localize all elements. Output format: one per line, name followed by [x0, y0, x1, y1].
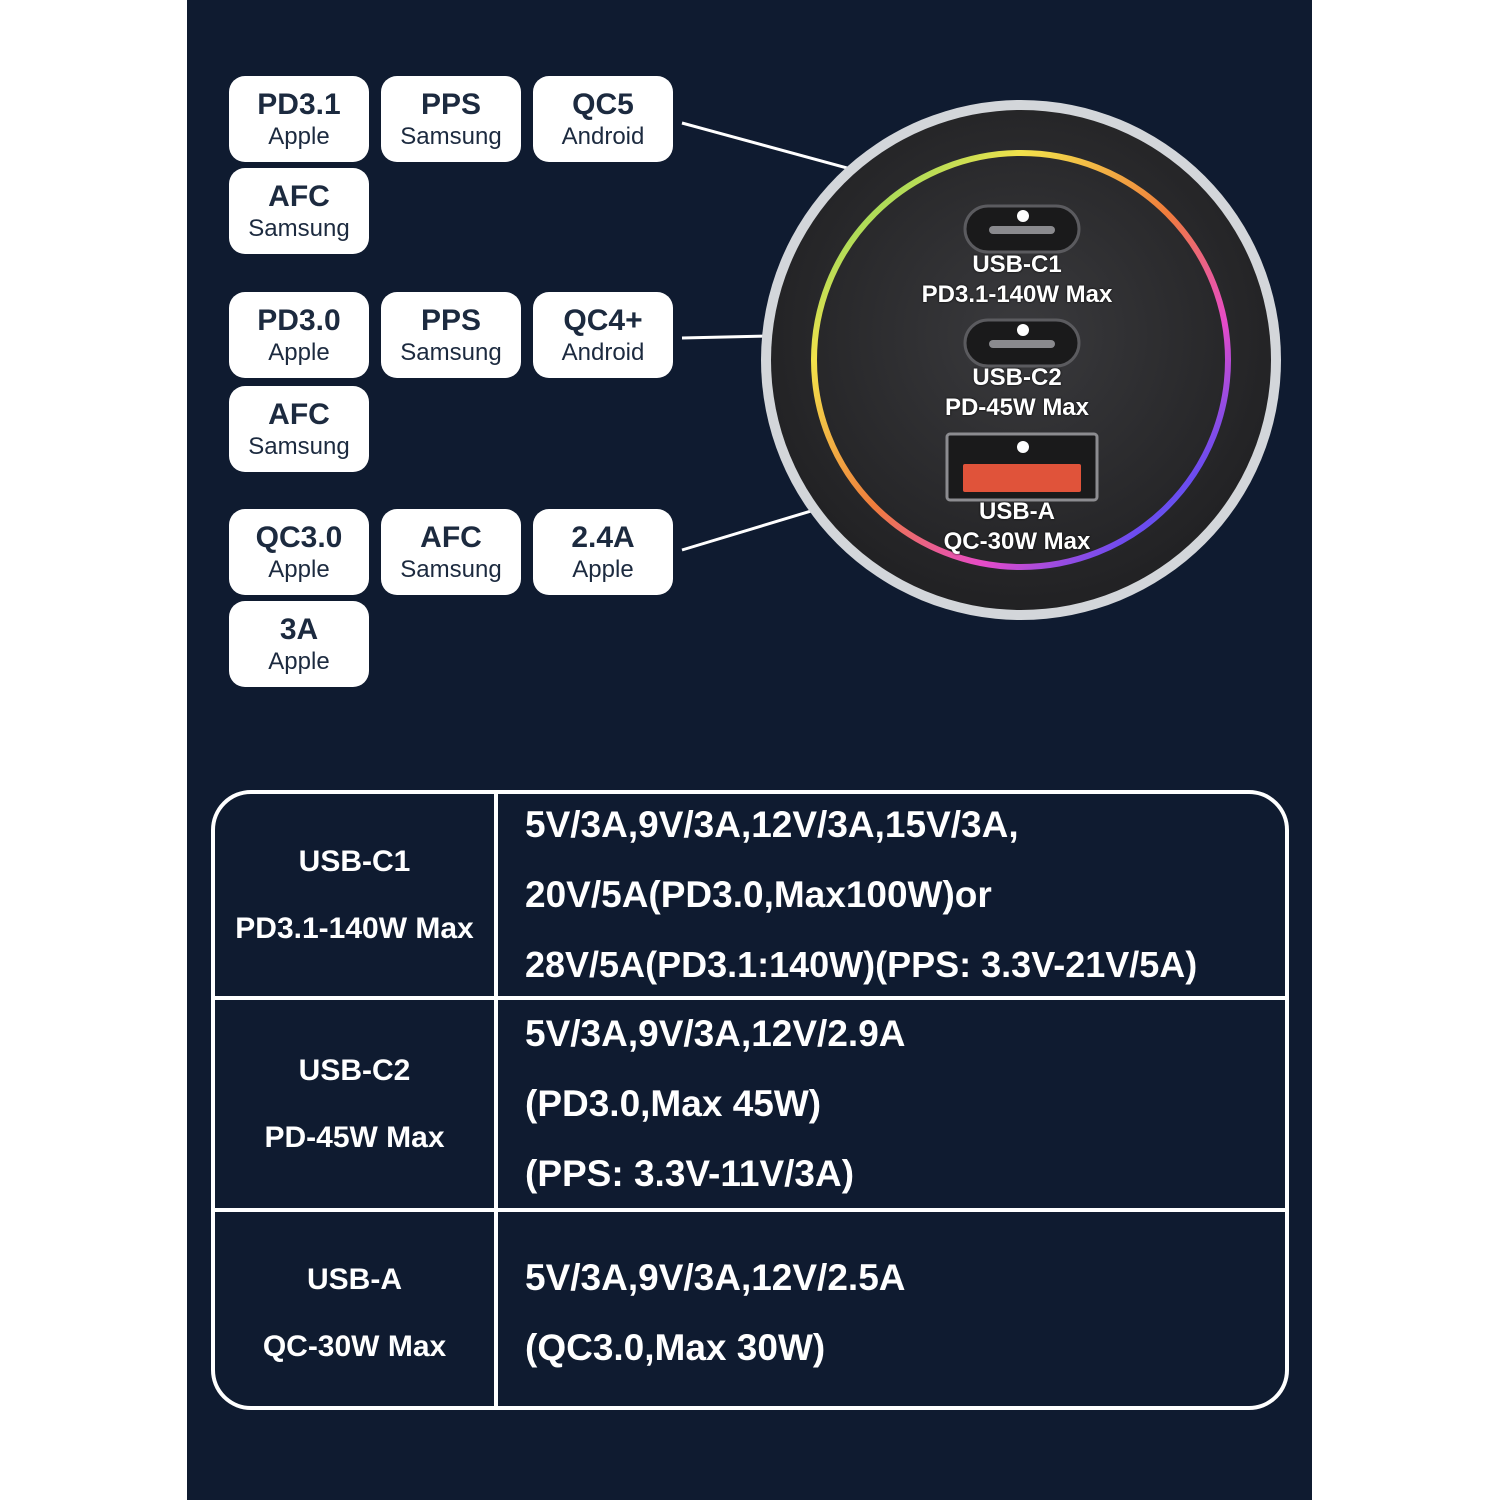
spec-line: (QC3.0,Max 30W) — [525, 1327, 826, 1368]
table-row: USB-C2 PD-45W Max 5V/3A,9V/3A,12V/2.9A (… — [215, 996, 1285, 1208]
protocol-badge: AFC Samsung — [381, 509, 521, 595]
protocol-badge: PD3.1 Apple — [229, 76, 369, 162]
protocol-badge: PPS Samsung — [381, 76, 521, 162]
product-infographic: USB-C1 PD3.1-140W Max USB-C2 PD-45W Max … — [187, 0, 1312, 1500]
port-rating: PD-45W Max — [264, 1121, 445, 1154]
port-cell: USB-A QC-30W Max — [215, 1212, 498, 1406]
port-name: USB-A — [307, 1263, 402, 1296]
spec-cell: 5V/3A,9V/3A,12V/2.5A (QC3.0,Max 30W) — [525, 1212, 1275, 1406]
spec-table: USB-C1 PD3.1-140W Max 5V/3A,9V/3A,12V/3A… — [211, 790, 1289, 1410]
protocol-badge: QC5 Android — [533, 76, 673, 162]
protocol-badge: QC3.0 Apple — [229, 509, 369, 595]
spec-line: 28V/5A(PD3.1:140W)(PPS: 3.3V-21V/5A) — [525, 944, 1198, 985]
spec-line: 5V/3A,9V/3A,12V/2.5A — [525, 1257, 906, 1298]
spec-line: 20V/5A(PD3.0,Max100W)or — [525, 874, 992, 915]
port-cell: USB-C2 PD-45W Max — [215, 1000, 498, 1208]
spec-line: (PD3.0,Max 45W) — [525, 1083, 822, 1124]
device-port-label-usb-a: USB-A QC-30W Max — [943, 498, 1091, 555]
spec-cell: 5V/3A,9V/3A,12V/3A,15V/3A, 20V/5A(PD3.0,… — [525, 794, 1275, 996]
charger-device — [761, 100, 1281, 620]
protocol-badge: PD3.0 Apple — [229, 292, 369, 378]
device-port-label-usb-c1: USB-C1 PD3.1-140W Max — [921, 251, 1113, 308]
spec-line: (PPS: 3.3V-11V/3A) — [525, 1153, 855, 1194]
protocol-badge: 2.4A Apple — [533, 509, 673, 595]
port-rating: QC-30W Max — [262, 1330, 447, 1363]
device-port-label-usb-c2: USB-C2 PD-45W Max — [944, 364, 1090, 421]
port-rating: PD3.1-140W Max — [235, 912, 474, 945]
port-name: USB-C2 — [298, 1054, 411, 1087]
table-row: USB-A QC-30W Max 5V/3A,9V/3A,12V/2.5A (Q… — [215, 1208, 1285, 1406]
spec-line: 5V/3A,9V/3A,12V/3A,15V/3A, — [525, 804, 1019, 845]
rgb-light-ring — [811, 150, 1231, 570]
protocol-badge: AFC Samsung — [229, 386, 369, 472]
protocol-badge: 3A Apple — [229, 601, 369, 687]
port-name: USB-C1 — [298, 845, 411, 878]
spec-cell: 5V/3A,9V/3A,12V/2.9A (PD3.0,Max 45W) (PP… — [525, 1000, 1275, 1208]
protocol-badge: QC4+ Android — [533, 292, 673, 378]
protocol-badge: AFC Samsung — [229, 168, 369, 254]
protocol-badge: PPS Samsung — [381, 292, 521, 378]
table-row: USB-C1 PD3.1-140W Max 5V/3A,9V/3A,12V/3A… — [215, 794, 1285, 996]
port-cell: USB-C1 PD3.1-140W Max — [215, 794, 498, 996]
spec-line: 5V/3A,9V/3A,12V/2.9A — [525, 1013, 906, 1054]
